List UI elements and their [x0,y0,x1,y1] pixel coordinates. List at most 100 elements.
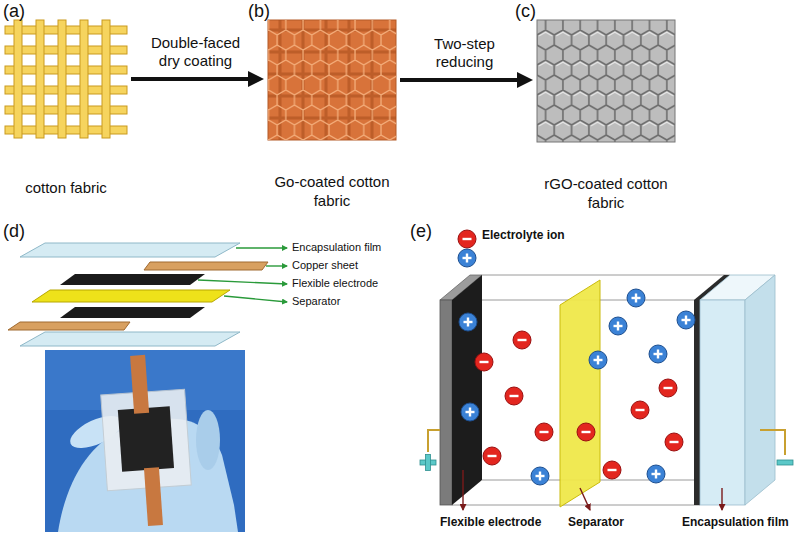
panel-letter: (b) [248,1,270,22]
part-label: Separator [568,516,624,530]
encapsulation-film-plate [745,275,775,505]
part-label: Flexible electrode [440,516,541,530]
terminal-wires [760,430,785,455]
panel-letter: (d) [3,221,25,242]
rgo-coated-fabric-illustration [537,20,675,142]
go-coated-fabric-illustration [268,20,396,140]
step-label: Two-step reducing [415,35,515,71]
cell-box-outline [482,275,730,276]
flexible-electrode-plate [440,300,452,505]
electrolyte-ions [677,311,695,329]
cell-box-outline [452,505,700,506]
process-arrow [400,78,529,82]
sample-caption: Go-coated cotton fabric [268,172,396,210]
device-photo [45,350,245,532]
device-photo [196,410,220,470]
leader-arrow [266,265,287,266]
anion-symbol [458,230,476,248]
terminal-wires [428,430,785,455]
encapsulation-film-plate [700,300,745,505]
exploded-device-layers [32,290,230,302]
sample-caption: rGO-coated cotton fabric [537,174,675,212]
leader-arrow [198,248,287,302]
flexible-electrode-plate [440,275,482,505]
fabric-sample: cotton fabric [5,20,127,197]
separator-sheet [560,280,600,507]
leader-arrow [198,280,287,284]
separator-sheet [560,280,600,507]
electrolyte-ions [627,289,645,307]
negative-terminal-symbol [777,460,793,465]
leader-arrow [224,296,287,302]
exploded-device-layers [20,332,240,346]
exploded-device-layers [8,322,130,330]
cotton-fabric-illustration [102,20,110,138]
process-arrow [131,77,260,81]
cotton-fabric-illustration [5,20,127,138]
cotton-fabric-illustration [36,20,44,138]
exploded-device-layers [60,274,205,285]
leader-arrow [236,247,287,248]
part-label: Flexible electrode [292,277,378,290]
cotton-fabric-illustration [14,20,22,138]
electrolyte-ions [603,461,621,479]
cation-symbol [458,249,476,267]
electrolyte-ions [659,379,677,397]
fabric-sample: Go-coated cotton fabric [268,20,396,210]
go-coated-fabric-illustration [268,20,396,140]
legend-text: Electrolyte ion [482,228,565,242]
rgo-coated-fabric-illustration [537,20,675,142]
electrolyte-ions [535,423,553,441]
ion-swatch [456,228,478,268]
electrolyte-ions [647,465,665,483]
device-photo [144,467,163,526]
step-label: Double-faced dry coating [146,34,246,70]
panel-letter: (c) [515,1,536,22]
electrolyte-ions [589,351,607,369]
device-photo [118,406,174,471]
cotton-fabric-illustration [80,20,88,138]
exploded-device-layers [8,243,268,346]
sample-caption: cotton fabric [5,178,127,197]
positive-terminal-symbol [420,455,436,471]
go-coated-fabric-illustration [268,20,396,140]
electrolyte-ions [483,447,501,465]
part-label: Separator [292,295,340,308]
electrolyte-ions [649,345,667,363]
go-coated-fabric-illustration [268,20,396,140]
encapsulation-film-plate [694,275,775,505]
device-photo [130,355,149,414]
panel-letter: (e) [410,221,432,242]
leader-arrow [580,488,590,510]
electrolyte-ions [665,433,683,451]
part-label: Encapsulation film [682,516,789,530]
electrolyte-ions [609,317,627,335]
exploded-device-layers [60,307,205,318]
cotton-fabric-illustration [58,20,66,138]
flexible-electrode-plate [452,275,482,505]
electrolyte-ions [461,403,479,421]
device-photo [45,350,245,532]
encapsulation-film-plate [694,300,700,505]
legend-entry: Electrolyte ion [456,228,565,242]
fabric-sample: rGO-coated cotton fabric [537,20,675,212]
electrolyte-ions [459,289,695,485]
exploded-device-layers [20,243,240,257]
exploded-device-layers [144,262,268,270]
negative-terminal-symbol [777,460,793,465]
part-label: Copper sheet [292,259,358,272]
leader-arrow [463,470,722,510]
terminal-wires [428,430,440,452]
electrolyte-ions [577,423,595,441]
electrolyte-ions [513,331,531,349]
electrolyte-ions [475,353,493,371]
leader-arrow [721,488,722,510]
electrolyte-ions [531,467,549,485]
panel-letter: (a) [3,1,25,22]
positive-terminal-symbol [426,455,431,471]
electrolyte-ions [631,401,649,419]
electrolyte-ions [459,313,477,331]
part-label: Encapsulation film [292,241,381,254]
cell-box-outline [482,480,730,481]
